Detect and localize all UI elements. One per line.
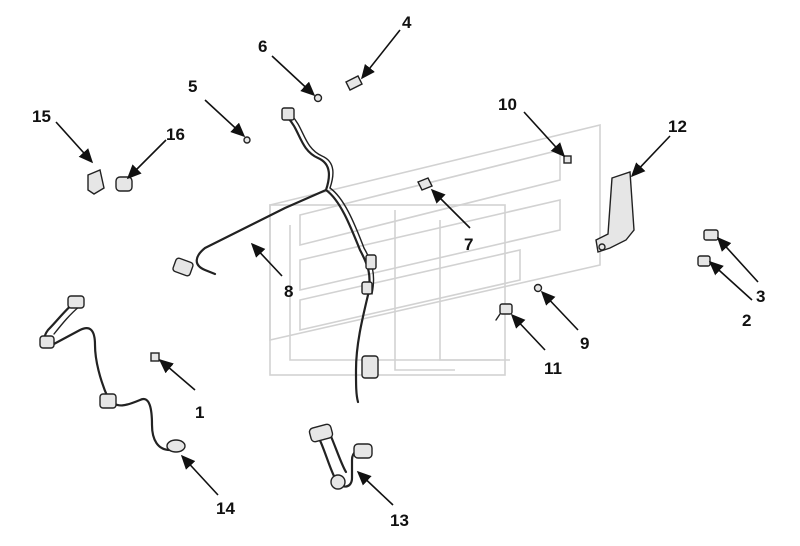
part-16-clip [115, 176, 133, 192]
callout-7: 7 [464, 235, 473, 254]
callout-5: 5 [188, 77, 197, 96]
part-15-bracket-clip [87, 169, 105, 195]
part-11-bolt [495, 303, 513, 321]
callout-14: 14 [216, 499, 235, 518]
callout-10: 10 [498, 95, 517, 114]
callout-labels: 1 2 3 4 5 6 7 8 9 10 11 12 13 14 15 16 [32, 13, 765, 530]
callout-3: 3 [756, 287, 765, 306]
callout-12: 12 [668, 117, 687, 136]
callout-2: 2 [742, 311, 751, 330]
watermark-logo [269, 123, 601, 376]
part-8-tube-assembly [172, 107, 379, 404]
callout-8: 8 [284, 282, 293, 301]
part-1-nut [150, 352, 160, 362]
callout-1: 1 [195, 403, 204, 422]
callout-4: 4 [402, 13, 412, 32]
part-2-bolt [697, 255, 711, 267]
part-10-nut [563, 155, 572, 164]
callout-13: 13 [390, 511, 409, 530]
part-12-bracket [595, 171, 635, 253]
part-14-tube-assembly [39, 295, 186, 453]
callout-15: 15 [32, 107, 51, 126]
part-5-washer [243, 136, 251, 144]
part-6-washer [313, 93, 323, 103]
part-3-bolt [703, 229, 719, 241]
part-7-clip [417, 177, 433, 191]
leader-lines [55, 29, 759, 506]
callout-9: 9 [580, 334, 589, 353]
callout-6: 6 [258, 37, 267, 56]
part-9-washer [533, 283, 543, 293]
part-4-fitting [345, 75, 363, 91]
callout-16: 16 [166, 125, 185, 144]
callout-11: 11 [544, 359, 562, 378]
part-13-elbow-fitting [308, 423, 373, 490]
